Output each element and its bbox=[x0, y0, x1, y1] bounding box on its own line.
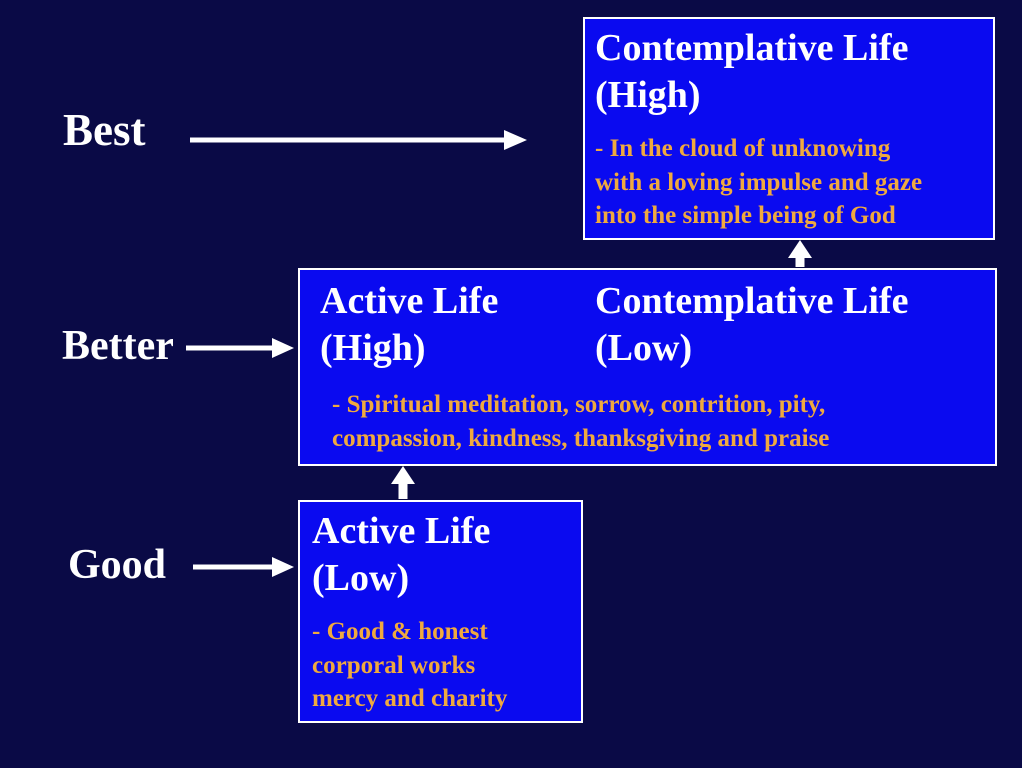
title-line: Contemplative Life bbox=[595, 280, 909, 322]
box-contemplative-life-low-title: Contemplative Life (Low) bbox=[595, 278, 908, 372]
box-middle-body: - Spiritual meditation, sorrow, contriti… bbox=[332, 388, 829, 455]
box-active-life-low-title: Active Life (Low) bbox=[312, 508, 490, 602]
box-active-life-high-title: Active Life (High) bbox=[320, 278, 498, 372]
body-line: corporal works bbox=[312, 651, 476, 679]
box-contemplative-life-high-title: Contemplative Life (High) bbox=[595, 25, 908, 119]
box-contemplative-life-high: Contemplative Life (High) - In the cloud… bbox=[583, 17, 995, 240]
body-line: with a loving impulse and gaze bbox=[595, 168, 923, 196]
box-active-high-contemplative-low: Active Life (High) Contemplative Life (L… bbox=[298, 268, 997, 466]
body-line: - Good & honest bbox=[312, 618, 488, 645]
label-good: Good bbox=[68, 542, 167, 588]
good-arrow bbox=[193, 557, 294, 577]
label-better: Better bbox=[62, 323, 174, 369]
better-arrow bbox=[186, 338, 294, 358]
box-active-life-low-body: - Good & honest corporal works mercy and… bbox=[312, 615, 507, 716]
title-line: Active Life bbox=[320, 280, 499, 322]
box-active-life-low: Active Life (Low) - Good & honest corpor… bbox=[298, 500, 583, 723]
title-line: Contemplative Life bbox=[595, 27, 909, 69]
title-line: (Low) bbox=[312, 557, 410, 600]
up-arrow-middle-to-contemplativehigh bbox=[788, 240, 812, 267]
label-best: Best bbox=[63, 105, 146, 155]
body-line: into the simple being of God bbox=[595, 202, 896, 229]
body-line: mercy and charity bbox=[312, 685, 508, 712]
up-arrow-activelow-to-middle bbox=[391, 466, 415, 499]
title-line: (Low) bbox=[595, 327, 693, 370]
best-arrow bbox=[190, 130, 527, 150]
title-line: Active Life bbox=[312, 510, 491, 552]
body-line: - Spiritual meditation, sorrow, contriti… bbox=[332, 391, 826, 418]
title-line: (High) bbox=[320, 327, 426, 370]
title-line: (High) bbox=[595, 74, 701, 117]
body-line: - In the cloud of unknowing bbox=[595, 135, 891, 162]
body-line: compassion, kindness, thanksgiving and p… bbox=[332, 424, 830, 452]
box-contemplative-life-high-body: - In the cloud of unknowing with a lovin… bbox=[595, 132, 922, 233]
